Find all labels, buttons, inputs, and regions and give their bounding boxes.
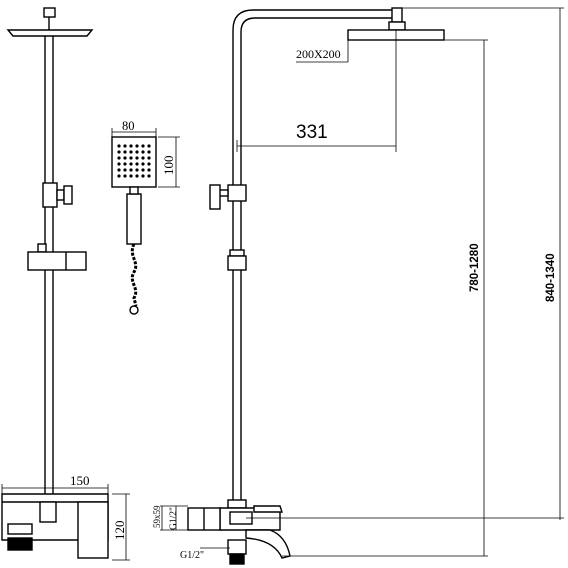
front-diverter-body bbox=[42, 182, 58, 208]
front-spout bbox=[77, 501, 109, 559]
label-mixer-width: 150 bbox=[70, 473, 90, 488]
side-slide-clip bbox=[227, 255, 247, 271]
side-riser-outer bbox=[232, 9, 394, 500]
front-mixer-lever bbox=[39, 501, 57, 523]
hand-shower-hose bbox=[130, 243, 138, 307]
hand-shower-handle bbox=[126, 193, 142, 245]
label-mixer-height: 120 bbox=[112, 521, 127, 541]
side-mixer-lever bbox=[253, 505, 283, 513]
side-diverter bbox=[227, 184, 247, 202]
front-diverter-knob bbox=[63, 185, 73, 205]
dim-hand-shower bbox=[111, 128, 180, 188]
label-overall-height-range: 840-1340 bbox=[545, 253, 557, 302]
label-arm-reach: 331 bbox=[296, 122, 328, 143]
front-slide-bracket bbox=[27, 251, 87, 271]
dim-mixer-width bbox=[1, 484, 109, 494]
label-head-size: 200X200 bbox=[296, 47, 341, 61]
front-shower-head bbox=[6, 29, 94, 37]
side-riser-inner bbox=[240, 17, 394, 500]
dim-mixer-height bbox=[112, 493, 130, 561]
side-view bbox=[187, 7, 445, 565]
label-hand-shower-width: 80 bbox=[122, 119, 135, 133]
side-outlet bbox=[229, 553, 245, 565]
side-diverter-knob bbox=[209, 184, 221, 210]
hand-shower-nozzles bbox=[117, 144, 151, 178]
side-dimensions bbox=[160, 7, 564, 557]
label-hand-shower-height: 100 bbox=[161, 156, 176, 176]
label-inlet-thread-top: G1/2" bbox=[169, 507, 179, 530]
label-inlet-thread-bottom: G1/2" bbox=[180, 550, 204, 561]
hand-shower bbox=[111, 136, 157, 315]
label-head-height-range: 780-1280 bbox=[469, 243, 481, 292]
side-head-connector bbox=[391, 7, 403, 23]
front-view bbox=[1, 7, 109, 559]
front-head-mount bbox=[43, 7, 56, 18]
front-outlet bbox=[7, 537, 33, 551]
side-spout bbox=[245, 529, 291, 559]
label-valve-size: 59x59 bbox=[152, 505, 162, 528]
